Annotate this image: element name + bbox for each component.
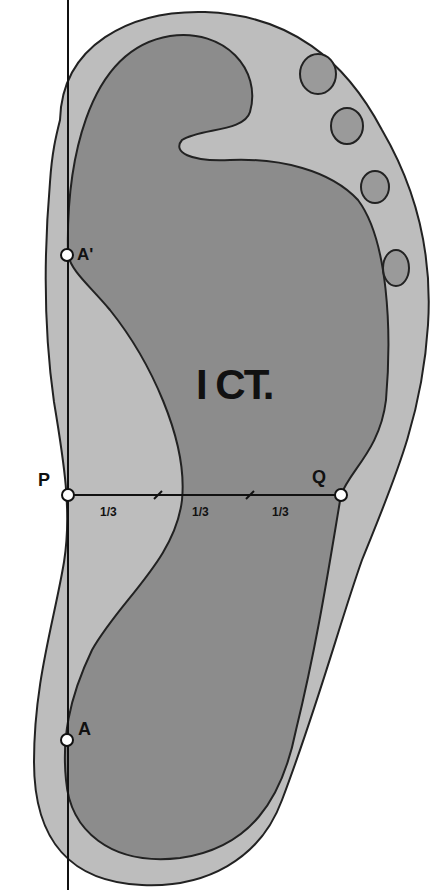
fraction-label: 1/3: [100, 506, 117, 518]
footprint-contact-area: [65, 35, 389, 859]
area-label: I CT.: [196, 364, 272, 406]
measure-line-pq: [68, 494, 341, 496]
tangent-line: [67, 0, 69, 890]
fraction-label: 1/3: [192, 506, 209, 518]
sole-outline: [34, 12, 429, 885]
third-ticks: [154, 491, 254, 499]
point-markers: [61, 249, 347, 746]
point-label: A': [77, 246, 93, 263]
point-label: A: [78, 720, 91, 738]
fraction-label: 1/3: [272, 506, 289, 518]
point-label: P: [38, 471, 50, 489]
toe-prints: [300, 54, 409, 286]
point-label: Q: [312, 468, 326, 486]
